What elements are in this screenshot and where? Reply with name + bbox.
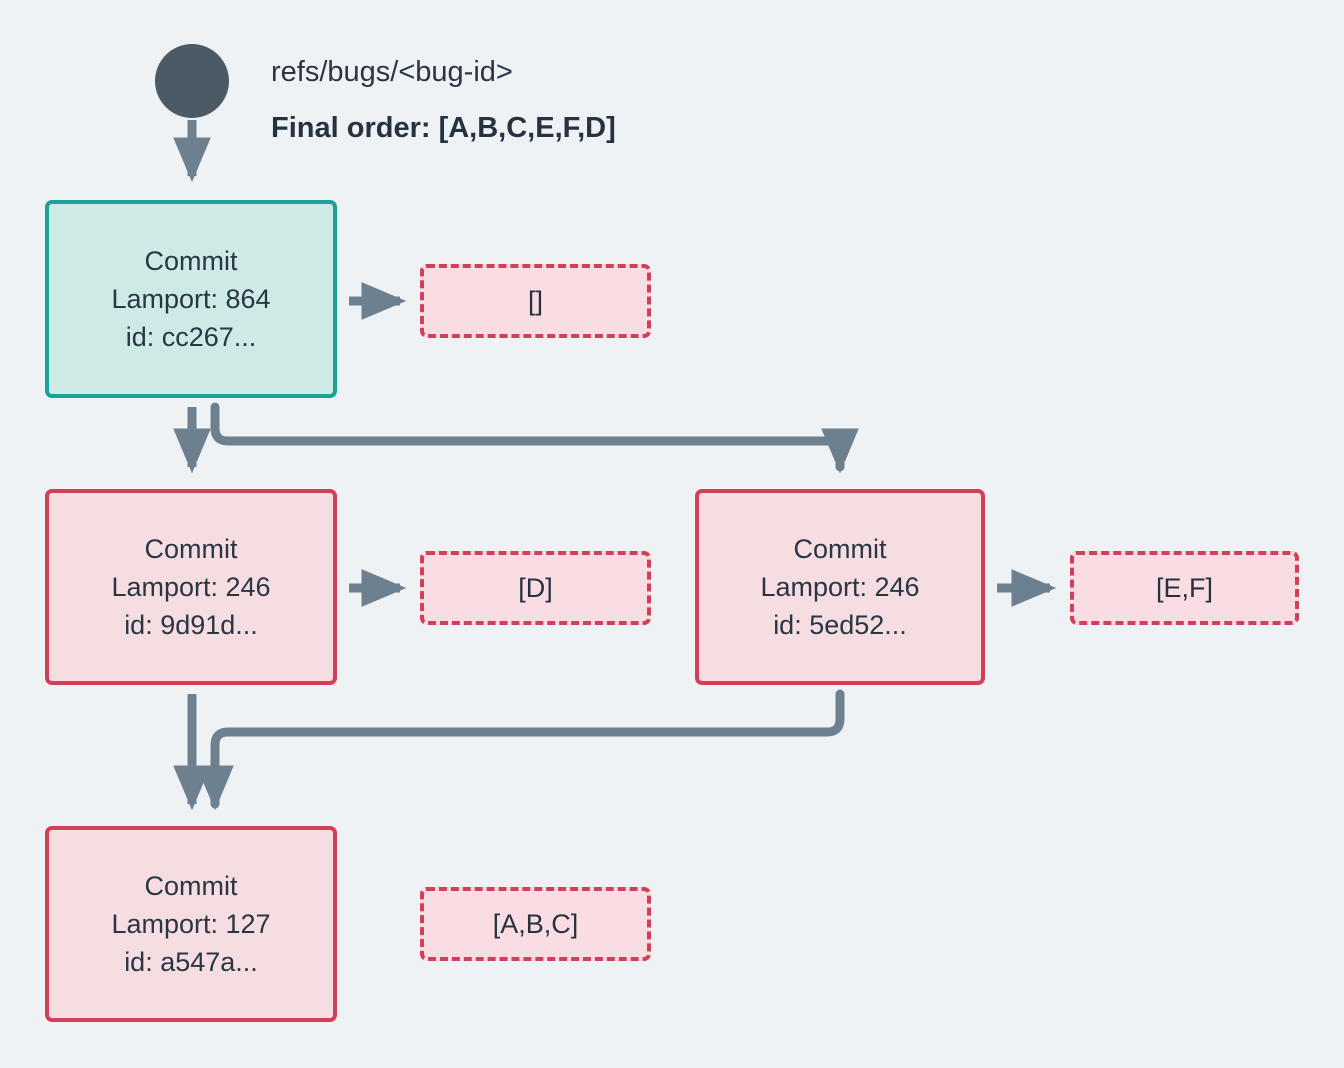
edge-head-to-mid-right bbox=[210, 402, 859, 474]
commit-lamport: Lamport: 127 bbox=[111, 908, 271, 939]
commit-id: id: 9d91d... bbox=[124, 610, 258, 641]
commit-lamport: Lamport: 864 bbox=[111, 283, 271, 314]
oplist-box-mid-right[interactable]: [E,F] bbox=[1070, 551, 1299, 625]
commit-title: Commit bbox=[144, 533, 238, 564]
commit-id: id: cc267... bbox=[125, 322, 257, 353]
commit-node-mid-right[interactable]: Commit Lamport: 246 id: 5ed52... bbox=[695, 489, 985, 685]
commit-title: Commit bbox=[144, 245, 238, 276]
final-order-label: Final order: [A,B,C,E,F,D] bbox=[271, 112, 616, 144]
oplist-box-bottom[interactable]: [A,B,C] bbox=[420, 887, 651, 961]
commit-node-mid-left[interactable]: Commit Lamport: 246 id: 9d91d... bbox=[45, 489, 337, 685]
root-node-circle bbox=[155, 44, 229, 118]
commit-title: Commit bbox=[144, 870, 238, 901]
commit-node-bottom[interactable]: Commit Lamport: 127 id: a547a... bbox=[45, 826, 337, 1022]
oplist-box-head[interactable]: [] bbox=[420, 264, 651, 338]
commit-id: id: 5ed52... bbox=[773, 610, 907, 641]
commit-lamport: Lamport: 246 bbox=[111, 571, 271, 602]
commit-id: id: a547a... bbox=[124, 947, 258, 978]
oplist-box-mid-left[interactable]: [D] bbox=[420, 551, 651, 625]
commit-node-head[interactable]: Commit Lamport: 864 id: cc267... bbox=[45, 200, 337, 398]
edge-mid-right-to-bottom bbox=[196, 689, 845, 811]
ref-label: refs/bugs/<bug-id> bbox=[271, 56, 513, 88]
commit-title: Commit bbox=[793, 533, 887, 564]
commit-lamport: Lamport: 246 bbox=[760, 571, 920, 602]
